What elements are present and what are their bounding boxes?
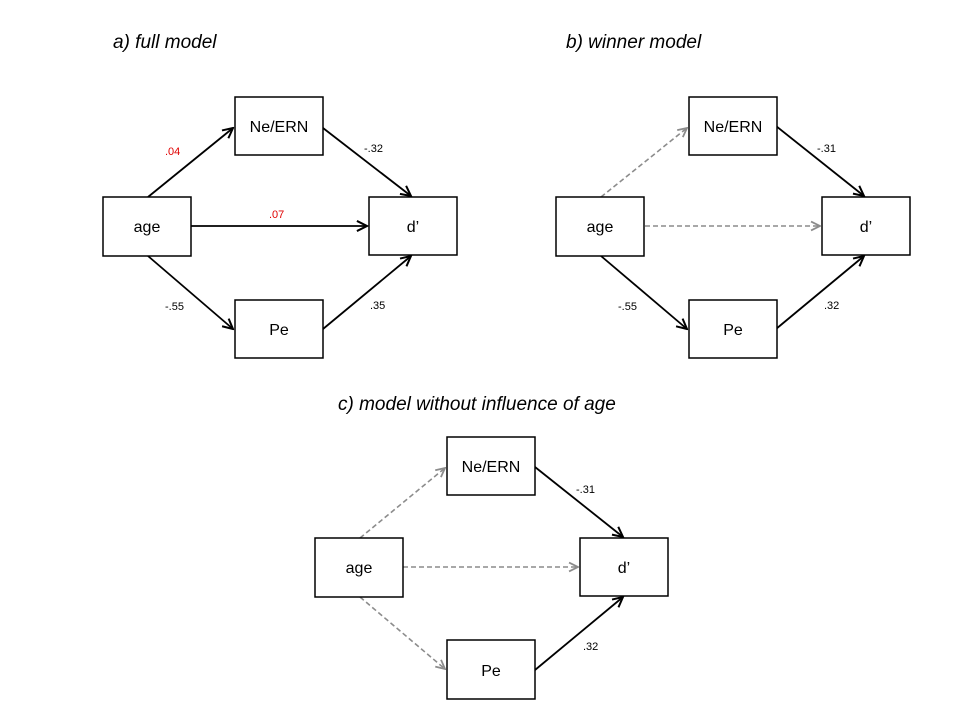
edge-age-to-ne-ern [147,128,233,198]
node-age-label: age [587,219,614,236]
coef-age-d-prime: .07 [269,209,284,221]
node-pe-label: Pe [723,322,743,339]
node-ne-ern [688,96,778,156]
node-ne-ern [234,96,324,156]
coef-age-pe: -.55 [618,301,637,313]
node-age-label: age [134,219,161,236]
node-ne-ern [446,436,536,496]
node-age [102,196,192,257]
coef-age-pe: -.55 [165,301,184,313]
coef-ne-ern-d-prime: -.32 [364,143,383,155]
panel-c-title: c) model without influence of age [338,394,616,415]
node-pe-label: Pe [269,322,289,339]
node-d-prime-label: d’ [618,560,630,577]
node-d-prime [579,537,669,597]
panel-a-title: a) full model [113,32,217,53]
coef-ne-ern-d-prime: -.31 [817,143,836,155]
node-d-prime-label: d’ [860,219,872,236]
node-d-prime-label: d’ [407,219,419,236]
coef-pe-d-prime: .32 [583,641,598,653]
node-d-prime [368,196,458,256]
coef-pe-d-prime: .35 [370,300,385,312]
node-pe-label: Pe [481,663,501,680]
panel-a: a) full model .04 .07 -.55 -.32 .35 age … [102,32,458,359]
edge-age-to-pe [600,255,687,329]
panel-b: b) winner model -.55 -.31 .32 age Ne/ERN… [555,32,911,359]
edge-age-to-pe [147,255,233,329]
node-ne-ern-label: Ne/ERN [250,119,309,136]
node-age [555,196,645,257]
coef-pe-d-prime: .32 [824,300,839,312]
coef-age-ne-ern: .04 [165,146,180,158]
edge-age-to-ne-ern [359,468,445,539]
edge-pe-to-d-prime [775,256,864,330]
node-age-label: age [346,560,373,577]
node-pe [446,639,536,700]
edge-pe-to-d-prime [322,256,411,330]
edge-age-to-ne-ern [600,128,687,198]
edge-ne-ern-to-d-prime [775,125,864,196]
edge-ne-ern-to-d-prime [534,466,623,537]
node-d-prime [821,196,911,256]
panel-c: c) model without influence of age -.31 .… [314,394,669,700]
panel-b-title: b) winner model [566,32,702,53]
node-pe [234,299,324,359]
node-age [314,537,404,598]
edge-pe-to-d-prime [534,597,623,671]
edge-age-to-pe [359,596,445,669]
node-ne-ern-label: Ne/ERN [704,119,763,136]
node-pe [688,299,778,359]
node-ne-ern-label: Ne/ERN [462,459,521,476]
coef-ne-ern-d-prime: -.31 [576,484,595,496]
edge-ne-ern-to-d-prime [322,127,411,196]
